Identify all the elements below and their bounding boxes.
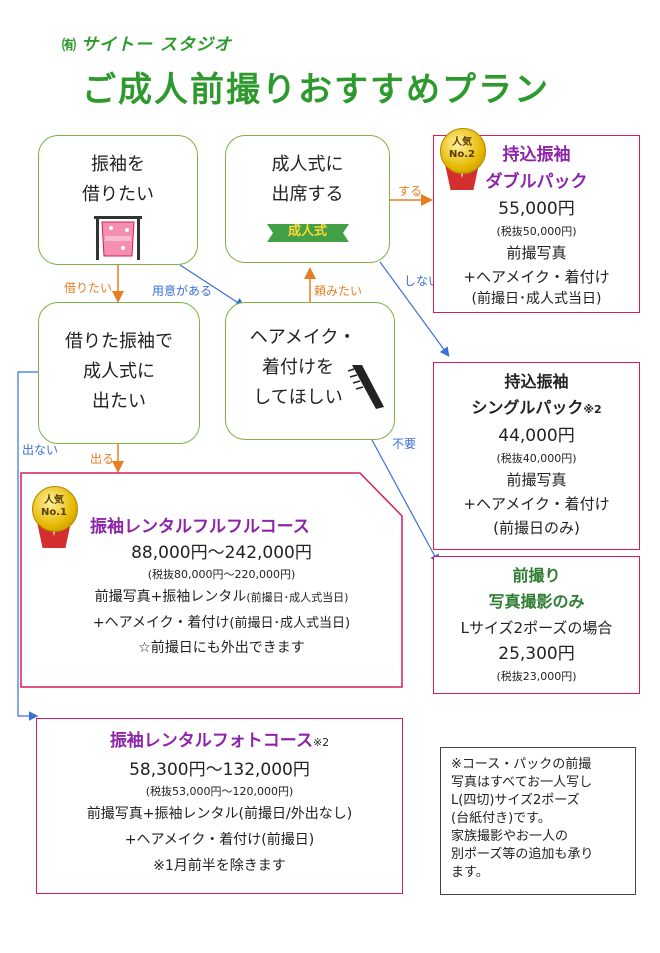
node-hairmake-line2: 着付けを <box>262 357 334 378</box>
note-line-7: ます。 <box>451 865 489 880</box>
photo-course-price: 58,300円～132,000円 <box>129 760 310 780</box>
label-tanomitai: 頼みたい <box>314 284 363 298</box>
photo-only-price: 25,300円 <box>498 644 575 664</box>
footnote-box: ※コース・パックの前撮 写真はすべてお一人写し L(四切)サイズ2ポーズ (台紙… <box>440 747 636 895</box>
note-line-6: 別ポーズ等の追加も承り <box>451 847 594 862</box>
plan-photo-course: 振袖レンタルフォトコース※2 58,300円～132,000円 (税抜53,00… <box>36 718 403 894</box>
arrow-denai <box>17 371 39 721</box>
single-title2: シングルパック <box>471 398 584 417</box>
kimono-icon <box>94 216 142 260</box>
double-price: 55,000円 <box>498 199 575 219</box>
plan-single-pack: 持込振袖 シングルパック※2 44,000円 (税抜40,000円) 前撮写真 … <box>433 362 640 550</box>
brand-prefix: ㈲ <box>62 38 77 54</box>
plan-full-course: 振袖レンタルフルフルコース 88,000円～242,000円 (税抜80,000… <box>20 472 403 688</box>
photo-course-line2b: (前撮日) <box>261 832 315 848</box>
label-karitai: 借りたい <box>64 281 113 295</box>
double-title1: 持込振袖 <box>502 145 571 165</box>
single-line1: 前撮写真 <box>506 471 567 489</box>
single-tax: (税抜40,000円) <box>496 452 577 465</box>
label-suru: する <box>398 184 423 198</box>
full-tax: (税抜80,000円～220,000円) <box>147 568 296 581</box>
note-line-1: ※コース・パックの前撮 <box>451 757 592 772</box>
brand-text: サイトー スタジオ <box>81 35 232 55</box>
node-borrow: 振袖を 借りたい <box>38 135 198 265</box>
medal-no2-rank: No.2 <box>449 149 475 160</box>
node-borrowed-attend-line3: 出たい <box>92 391 146 412</box>
node-hairmake: ヘアメイク・ 着付けを してほしい <box>225 302 395 440</box>
label-fuyou: 不要 <box>392 437 417 451</box>
photo-course-line1b: (前撮日/外出なし) <box>238 806 353 822</box>
plan-photo-only: 前撮り 写真撮影のみ Lサイズ2ポーズの場合 25,300円 (税抜23,000… <box>433 556 640 694</box>
full-course-frame <box>20 472 403 688</box>
photo-only-title2: 写真撮影のみ <box>488 592 585 611</box>
single-line2: +ヘアメイク・着付け <box>463 495 610 513</box>
full-line1a: 前撮写真+振袖レンタル <box>94 589 247 605</box>
full-line1b: (前撮日･成人式当日) <box>246 591 349 604</box>
banner-ribbon-icon <box>266 224 349 242</box>
double-tax: (税抜50,000円) <box>496 225 577 238</box>
double-title2: ダブルパック <box>485 172 588 192</box>
medal-no2-popular: 人気 <box>452 137 472 148</box>
photo-only-tax: (税抜23,000円) <box>496 670 577 683</box>
banner-text: 成人式 <box>287 224 327 239</box>
note-line-3: L(四切)サイズ2ポーズ <box>451 793 580 808</box>
label-deru: 出る <box>90 452 115 466</box>
page-title: ご成人前撮りおすすめプラン <box>82 70 550 110</box>
node-borrowed-attend-line1: 借りた振袖で <box>65 331 173 352</box>
arrow-fuyou <box>371 439 440 565</box>
label-youi: 用意がある <box>152 284 213 298</box>
node-attend-line1: 成人式に <box>271 154 344 175</box>
arrow-youi <box>179 264 246 308</box>
single-price: 44,000円 <box>498 426 575 446</box>
photo-course-tax: (税抜53,000円～120,000円) <box>145 785 294 798</box>
photo-course-line1a: 前撮写真+振袖レンタル <box>86 806 239 822</box>
label-denai: 出ない <box>22 443 59 457</box>
note-line-2: 写真はすべてお一人写し <box>451 775 593 790</box>
note-line-4: (台紙付き)です。 <box>451 811 551 826</box>
medal-no1-popular: 人気 <box>44 495 64 506</box>
node-borrow-line2: 借りたい <box>82 184 154 205</box>
double-line2: +ヘアメイク・着付け <box>463 268 610 286</box>
ceremony-banner: 成人式 <box>263 218 353 248</box>
medal-no1-rank: No.1 <box>41 507 67 518</box>
single-mark: ※2 <box>583 403 602 416</box>
single-line3: (前撮日のみ) <box>493 519 580 537</box>
full-title: 振袖レンタルフルフルコース <box>90 517 310 537</box>
node-hairmake-line3: してほしい <box>253 387 343 408</box>
note-line-5: 家族撮影やお一人の <box>451 829 569 844</box>
photo-only-title1: 前撮り <box>512 566 561 585</box>
photo-course-mark: ※2 <box>312 736 330 749</box>
double-line3: (前撮日･成人式当日) <box>471 291 602 307</box>
comb-icon <box>348 365 384 409</box>
photo-only-line1: Lサイズ2ポーズの場合 <box>460 619 613 637</box>
node-attend-line2: 出席する <box>271 184 344 205</box>
photo-course-line3: ※1月前半を除きます <box>153 858 286 874</box>
node-hairmake-line1: ヘアメイク・ <box>249 327 357 348</box>
node-borrowed-attend: 借りた振袖で 成人式に 出たい <box>38 302 200 444</box>
full-line3: ☆前撮日にも外出できます <box>138 640 305 656</box>
full-price: 88,000円～242,000円 <box>131 543 312 563</box>
node-borrow-line1: 振袖を <box>91 154 145 175</box>
label-shinai: しない <box>404 274 441 288</box>
full-line2a: +ヘアメイク・着付け <box>92 615 230 631</box>
brand-name: ㈲サイトー スタジオ <box>62 30 232 55</box>
double-line1: 前撮写真 <box>506 244 567 262</box>
photo-course-title: 振袖レンタルフォトコース <box>109 731 313 751</box>
single-title1: 持込振袖 <box>504 372 569 391</box>
photo-course-line2a: +ヘアメイク・着付け <box>124 832 262 848</box>
node-attend: 成人式に 出席する 成人式 <box>225 135 390 263</box>
full-line2b: (前撮日･成人式当日) <box>229 616 351 631</box>
node-borrowed-attend-line2: 成人式に <box>83 361 155 382</box>
arrow-shinai <box>379 261 450 357</box>
